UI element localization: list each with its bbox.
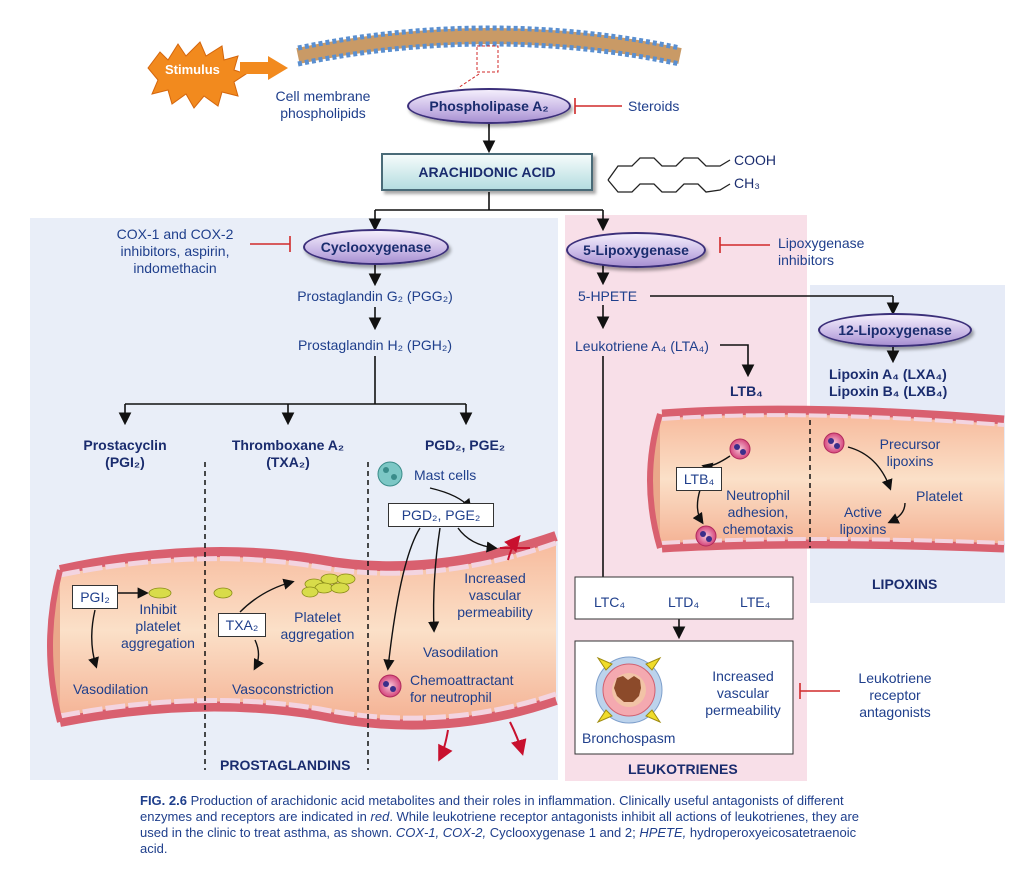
caption-text-2: . While leukotriene receptor antagonists…	[140, 809, 860, 840]
increased-permeability-left-line2: vascular	[468, 587, 522, 603]
platelets	[148, 490, 910, 599]
caption-red: red	[370, 809, 390, 824]
bronchospasm-label: Bronchospasm	[582, 730, 676, 746]
lipoxins-title: LIPOXINS	[872, 576, 938, 592]
membrane-label-line2: phospholipids	[280, 105, 366, 121]
mast-cells-label: Mast cells	[414, 467, 477, 483]
precursor-line1: Precursor	[879, 436, 941, 452]
arachidonic-acid-box: ARACHIDONIC ACID	[381, 153, 593, 191]
chemoattractant-line2: for neutrophil	[410, 689, 492, 705]
lte4-label: LTE₄	[740, 594, 771, 610]
caption-text-1: Production of arachidonic acid metabolit…	[140, 793, 844, 824]
cooh-label: COOH	[734, 152, 776, 168]
steroids-label: Steroids	[628, 98, 680, 114]
arachidonic-acid-label: ARACHIDONIC ACID	[418, 164, 556, 180]
hpete-label: 5-HPETE	[578, 288, 638, 304]
lipoxin-b-label: Lipoxin B₄ (LXB₄)	[829, 383, 948, 399]
caption-text-4: hydroperoxyeicosatetraenoic acid.	[140, 825, 857, 856]
platelet-aggregation-line2: aggregation	[280, 626, 355, 642]
increased-permeability-left-line1: Increased	[464, 570, 526, 586]
leukotriene-antagonists-line1: Leukotriene	[858, 670, 932, 686]
caption-hpete: HPETE,	[639, 825, 687, 840]
blood-vessel-prostaglandins	[47, 531, 558, 730]
txa2-box: TXA₂	[218, 613, 266, 637]
active-lipoxins-line2: lipoxins	[839, 521, 887, 537]
vasodilation-right: Vasodilation	[423, 644, 499, 660]
12-lipoxygenase-label: 12-Lipoxygenase	[838, 322, 952, 338]
5-lipoxygenase-label: 5-Lipoxygenase	[583, 242, 689, 258]
vasoconstriction-label: Vasoconstriction	[232, 681, 334, 697]
active-lipoxins-line1: Active	[843, 504, 883, 520]
neutrophil-line3: chemotaxis	[722, 521, 794, 537]
leukotriene-antagonists-line3: antagonists	[859, 704, 931, 720]
inhibit-platelet-line1: Inhibit	[139, 601, 177, 617]
lta4-label: Leukotriene A₄ (LTA₄)	[575, 338, 709, 354]
caption-cox: COX-1, COX-2,	[395, 825, 487, 840]
ltb4-box: LTB₄	[676, 467, 722, 491]
increased-permeability-right-line3: permeability	[705, 702, 781, 718]
12-lipoxygenase-enzyme: 12-Lipoxygenase	[818, 313, 972, 347]
membrane-bilayer	[296, 25, 682, 73]
platelet-label: Platelet	[916, 488, 963, 504]
ltc4-label: LTC₄	[594, 594, 626, 610]
neutrophil-cells-small	[695, 432, 845, 547]
lipox-inhibitors-line1: Lipoxygenase	[778, 235, 865, 251]
prostaglandins-title: PROSTAGLANDINS	[220, 757, 351, 773]
ch3-label: CH₃	[734, 175, 760, 191]
phospholipase-a2-enzyme: Phospholipase A₂	[407, 88, 571, 124]
cyclooxygenase-label: Cyclooxygenase	[320, 239, 432, 255]
bronchus-icon	[595, 656, 663, 724]
increased-permeability-left-line3: permeability	[457, 604, 533, 620]
pgi2-box: PGI₂	[72, 585, 118, 609]
membrane-label-line1: Cell membrane	[275, 88, 371, 104]
ltd4-label: LTD₄	[668, 594, 700, 610]
ltc-chain-box	[574, 576, 794, 620]
cox-inhibitors-line1: COX-1 and COX-2	[116, 226, 234, 242]
stimulus-starburst	[147, 41, 288, 109]
stimulus-label: Stimulus	[165, 62, 220, 77]
5-lipoxygenase-enzyme: 5-Lipoxygenase	[566, 232, 706, 268]
inhibit-platelet-line2: platelet	[135, 618, 181, 634]
caption-text-3: Cyclooxygenase 1 and 2;	[486, 825, 640, 840]
cox-inhibitors-line3: indomethacin	[133, 260, 217, 276]
thromboxane-line2: (TXA₂)	[266, 454, 310, 470]
prostacyclin-line1: Prostacyclin	[83, 437, 167, 453]
inhibit-platelet-line3: aggregation	[121, 635, 195, 651]
neutrophil-line1: Neutrophil	[726, 487, 790, 503]
lipox-inhibitors-line2: inhibitors	[778, 252, 835, 268]
ltb4-label: LTB₄	[730, 383, 763, 399]
pgg2-label: Prostaglandin G₂ (PGG₂)	[297, 288, 453, 304]
pgd-pge-heading: PGD₂, PGE₂	[424, 437, 506, 453]
leukotriene-antagonists-line2: receptor	[869, 687, 921, 703]
precursor-line2: lipoxins	[886, 453, 934, 469]
cyclooxygenase-enzyme: Cyclooxygenase	[303, 229, 449, 265]
figure-caption: FIG. 2.6 Production of arachidonic acid …	[140, 793, 880, 857]
leukotrienes-title: LEUKOTRIENES	[628, 761, 738, 777]
cox-inhibitors-line2: inhibitors, aspirin,	[120, 243, 230, 259]
pgd-pge-box: PGD₂, PGE₂	[388, 503, 494, 527]
mast-cell	[377, 461, 403, 487]
increased-permeability-right-line1: Increased	[712, 668, 774, 684]
chemoattractant-line1: Chemoattractant	[410, 672, 514, 688]
arachidonic-acid-structure	[607, 157, 731, 193]
phospholipase-a2-label: Phospholipase A₂	[429, 98, 549, 114]
caption-figure-number: FIG. 2.6	[140, 793, 187, 808]
platelet-aggregation-line1: Platelet	[294, 609, 341, 625]
pgh2-label: Prostaglandin H₂ (PGH₂)	[297, 337, 453, 353]
neutrophil-cell	[378, 674, 402, 698]
lipoxin-a-label: Lipoxin A₄ (LXA₄)	[829, 366, 947, 382]
vasodilation-left: Vasodilation	[73, 681, 149, 697]
neutrophil-line2: adhesion,	[727, 504, 789, 520]
increased-permeability-right-line2: vascular	[716, 685, 770, 701]
thromboxane-line1: Thromboxane A₂	[231, 437, 345, 453]
prostacyclin-line2: (PGI₂)	[105, 454, 145, 470]
